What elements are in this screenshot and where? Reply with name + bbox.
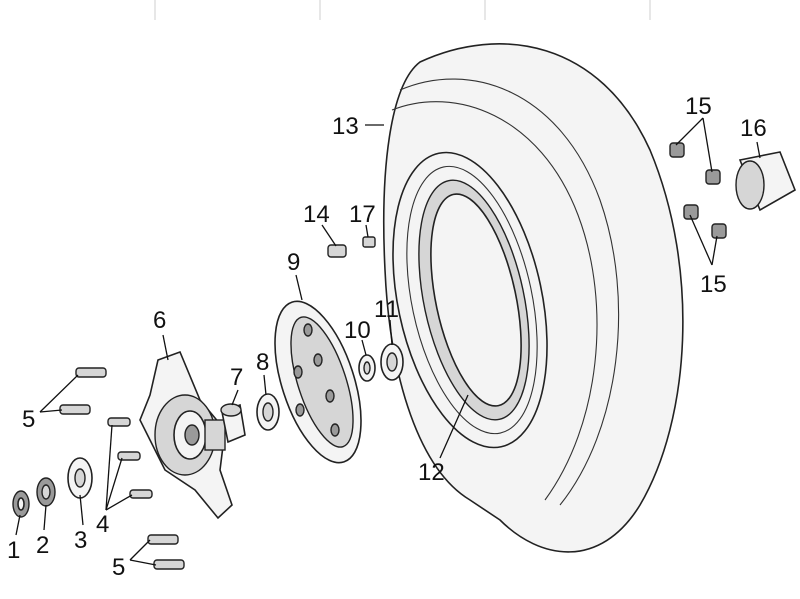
label-5-lower: 5 [112, 554, 125, 581]
valve-part-14 [327, 244, 347, 258]
nut-1 [12, 490, 30, 518]
bearing-10 [358, 354, 376, 382]
label-6: 6 [153, 307, 166, 334]
label-3: 3 [74, 527, 87, 554]
label-4: 4 [96, 511, 109, 538]
part-labels: 1 2 3 4 5 5 6 7 8 9 10 11 12 13 14 15 15… [7, 93, 767, 581]
label-2: 2 [36, 532, 49, 559]
spacer-7 [220, 403, 246, 444]
rim-cover [274, 300, 362, 464]
label-1: 1 [7, 537, 20, 564]
label-15-lower: 15 [700, 271, 727, 298]
bolts-4 [107, 417, 153, 499]
label-5-upper: 5 [22, 406, 35, 433]
label-8: 8 [256, 349, 269, 376]
registration-ticks [154, 0, 651, 20]
label-12: 12 [418, 459, 445, 486]
wheel-hub [139, 350, 233, 520]
label-16: 16 [740, 115, 767, 142]
label-11: 11 [374, 296, 399, 323]
label-15-upper: 15 [685, 93, 712, 120]
nuts-15 [669, 142, 727, 239]
label-14: 14 [303, 201, 330, 228]
bearing-8 [256, 393, 280, 431]
bearing-11 [380, 343, 404, 381]
valve-part-17 [362, 236, 376, 248]
label-7: 7 [230, 364, 243, 391]
label-10: 10 [344, 317, 371, 344]
tire [383, 43, 684, 553]
leader-lines [15, 117, 761, 566]
label-9: 9 [287, 249, 300, 276]
label-17: 17 [349, 201, 376, 228]
washer-2 [36, 477, 56, 507]
bearing-3 [67, 457, 93, 499]
bolts-5 [59, 367, 185, 570]
label-13: 13 [332, 113, 359, 140]
hub-cap-16 [735, 151, 796, 212]
